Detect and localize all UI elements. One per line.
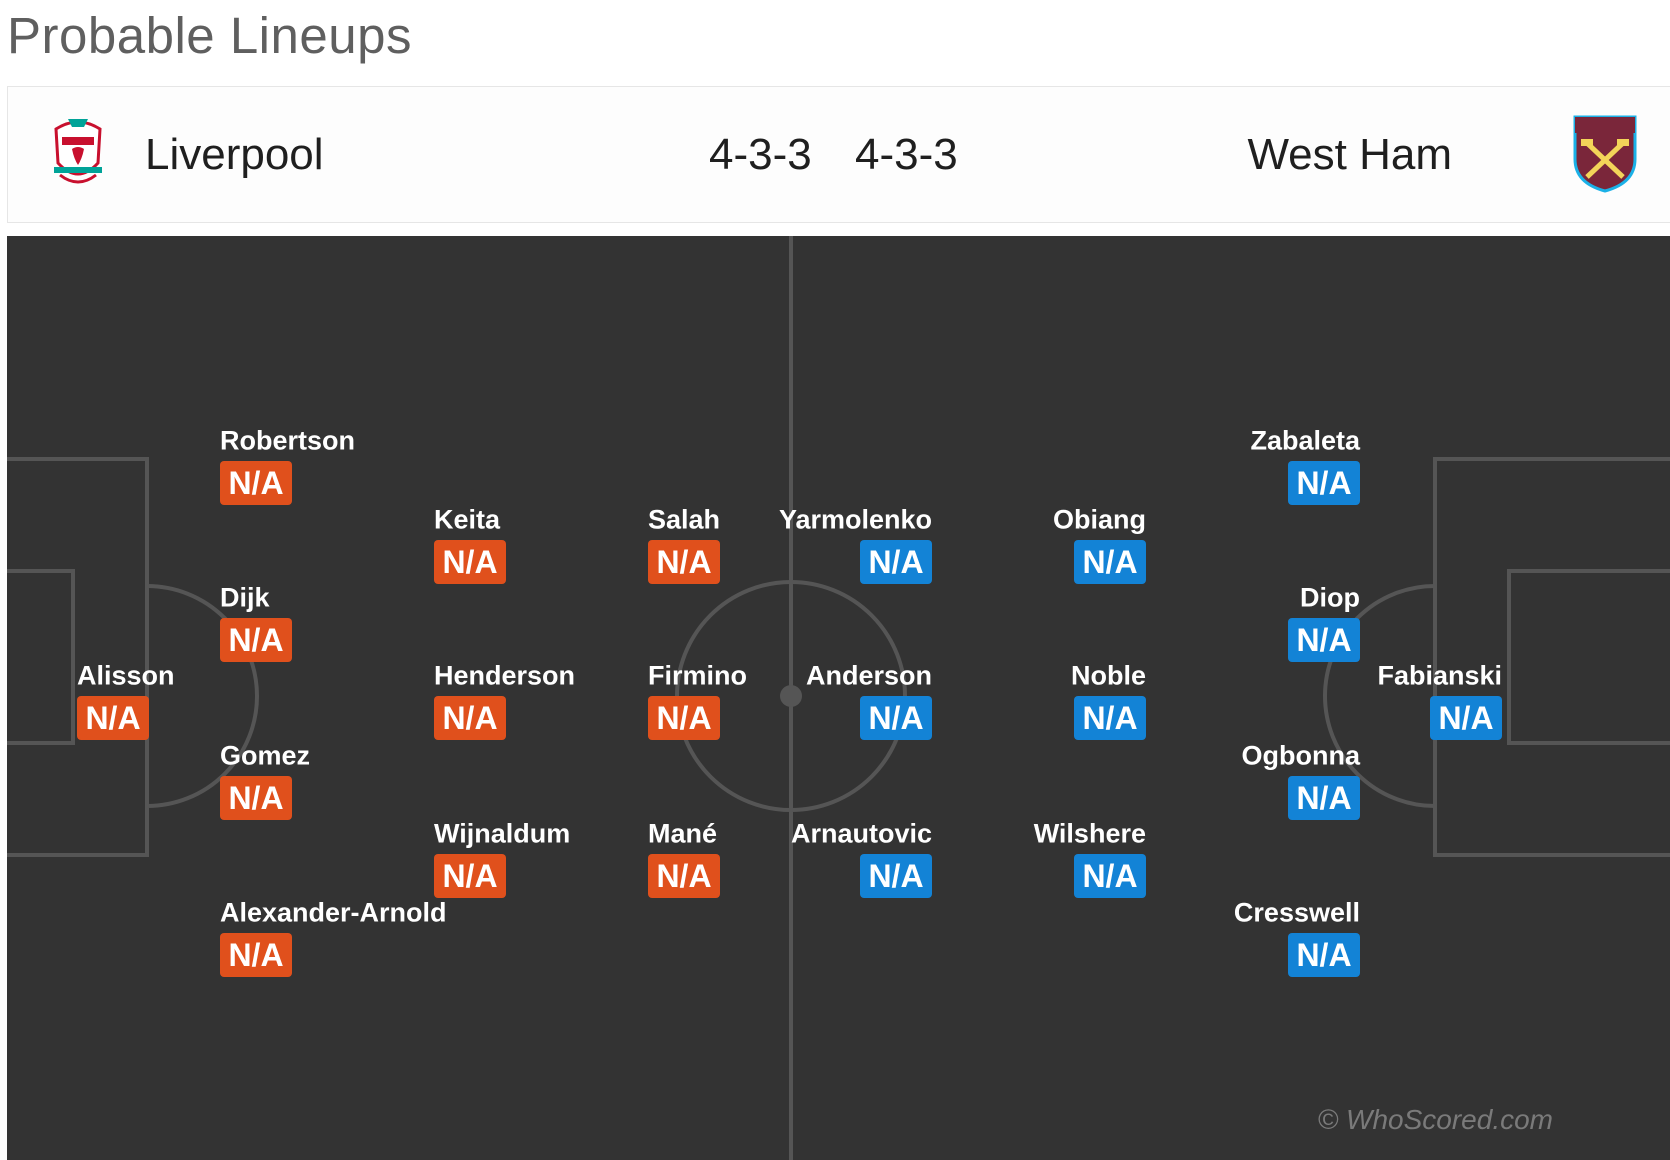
player-name: Fabianski bbox=[1377, 660, 1502, 691]
player-rating-badge: N/A bbox=[860, 540, 932, 584]
watermark: © WhoScored.com bbox=[1317, 1104, 1553, 1135]
pitch-markings bbox=[7, 236, 1670, 1160]
player-rating-badge: N/A bbox=[648, 696, 720, 740]
player-rating-badge: N/A bbox=[220, 618, 292, 662]
player-rating-badge: N/A bbox=[434, 854, 506, 898]
player-name: Keita bbox=[434, 504, 501, 535]
match-header: Liverpool 4-3-3 4-3-3 West Ham bbox=[7, 86, 1670, 223]
player-rating-badge: N/A bbox=[220, 461, 292, 505]
player-rating-badge: N/A bbox=[1430, 696, 1502, 740]
west-ham-crest-icon bbox=[1573, 115, 1637, 193]
home-team-name: Liverpool bbox=[145, 130, 324, 179]
player-name: Henderson bbox=[434, 660, 576, 691]
player-name: Salah bbox=[648, 504, 721, 535]
home-formation: 4-3-3 bbox=[709, 130, 812, 179]
player-rating-badge: N/A bbox=[77, 696, 149, 740]
player-rating-badge: N/A bbox=[1288, 776, 1360, 820]
player-rating-badge: N/A bbox=[1288, 933, 1360, 977]
liverpool-crest-icon bbox=[54, 119, 102, 184]
player-name: Gomez bbox=[220, 740, 311, 771]
player-name: Dijk bbox=[220, 582, 270, 613]
player-rating-badge: N/A bbox=[1074, 854, 1146, 898]
player-name: Obiang bbox=[1053, 504, 1146, 535]
player-rating-badge: N/A bbox=[434, 540, 506, 584]
player-rating-badge: N/A bbox=[1074, 696, 1146, 740]
player-name: Ogbonna bbox=[1241, 740, 1360, 771]
player-name: Cresswell bbox=[1233, 897, 1360, 928]
player-rating-badge: N/A bbox=[1288, 461, 1360, 505]
player-rating-badge: N/A bbox=[648, 854, 720, 898]
player-name: Anderson bbox=[805, 660, 932, 691]
player-name: Alexander-Arnold bbox=[220, 897, 447, 928]
player-name: Mané bbox=[648, 818, 718, 849]
away-team-name: West Ham bbox=[1247, 130, 1452, 179]
player-rating-badge: N/A bbox=[860, 854, 932, 898]
player-name: Yarmolenko bbox=[778, 504, 932, 535]
page-title: Probable Lineups bbox=[7, 7, 412, 64]
player-rating-badge: N/A bbox=[860, 696, 932, 740]
away-formation: 4-3-3 bbox=[855, 130, 958, 179]
player-name: Noble bbox=[1070, 660, 1146, 691]
player-name: Arnautovic bbox=[790, 818, 932, 849]
player-rating-badge: N/A bbox=[1288, 618, 1360, 662]
player-name: Firmino bbox=[648, 660, 747, 691]
player-rating-badge: N/A bbox=[648, 540, 720, 584]
player-name: Wilshere bbox=[1033, 818, 1146, 849]
player-name: Robertson bbox=[220, 425, 355, 456]
player-name: Diop bbox=[1300, 582, 1360, 613]
player-name: Zabaleta bbox=[1250, 425, 1360, 456]
player-name: Alisson bbox=[77, 660, 175, 691]
player-rating-badge: N/A bbox=[220, 776, 292, 820]
player-rating-badge: N/A bbox=[434, 696, 506, 740]
player-name: Wijnaldum bbox=[434, 818, 571, 849]
player-rating-badge: N/A bbox=[220, 933, 292, 977]
player-rating-badge: N/A bbox=[1074, 540, 1146, 584]
